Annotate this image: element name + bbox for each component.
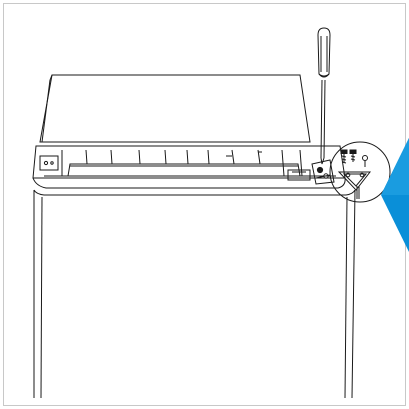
screwdriver (318, 28, 330, 164)
refrigerator-body (34, 190, 355, 398)
screw-3 (363, 156, 368, 168)
detail-callout (330, 142, 390, 202)
top-cover (40, 75, 310, 142)
top-frame-rail (33, 146, 345, 188)
screw-2 (350, 150, 356, 162)
screws (341, 150, 368, 167)
